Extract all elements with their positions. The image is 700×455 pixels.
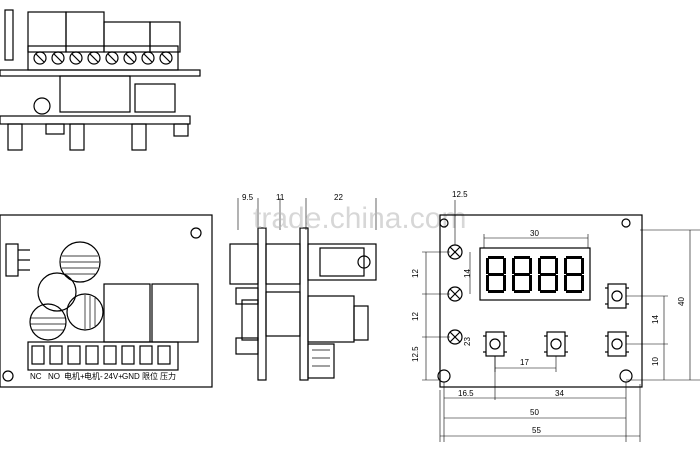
capacitor-hatch-3 — [30, 317, 66, 331]
push-button-3 — [605, 331, 629, 357]
terminal-label-motor-minus: 电机- — [84, 371, 103, 381]
led-indicator-2 — [447, 286, 463, 302]
seven-segment-display — [479, 247, 591, 301]
dim-left-gap-lower: 12 — [411, 312, 420, 321]
dim-bottom-offset: 12.5 — [411, 346, 420, 362]
watermark-text: trade.china.com — [253, 202, 466, 235]
terminal-label-gnd: GND — [122, 372, 140, 381]
dim-left-gap-upper: 12 — [411, 269, 420, 278]
push-button-1 — [483, 331, 507, 357]
terminal-label-motor-plus: 电机+ — [64, 371, 85, 381]
side-dim-22: 22 — [334, 193, 343, 202]
terminal-label-pressure: 压力 — [160, 371, 176, 381]
terminal-label-24v: 24V+ — [104, 372, 123, 381]
front-view: 12.5 30 12 12 12.5 14 23 17 14 10 40 — [411, 190, 700, 442]
push-button-2 — [544, 331, 568, 357]
dim-hole-span: 34 — [555, 389, 564, 398]
side-dim-9-5: 9.5 — [242, 193, 254, 202]
led-indicator-3 — [447, 329, 463, 345]
dim-board-width: 55 — [532, 426, 541, 435]
capacitor-hatch-2 — [84, 295, 96, 329]
dim-button-bottom: 10 — [651, 357, 660, 366]
side-dim-11: 11 — [276, 193, 285, 202]
dim-overall-height: 40 — [677, 297, 686, 306]
display-digits — [486, 256, 584, 293]
dim-hole-left: 16.5 — [458, 389, 474, 398]
relay-board-view: NC NO 电机+ 电机- 24V+ GND 限位 压力 — [0, 214, 213, 388]
terminal-clamps — [31, 345, 171, 365]
terminal-label-no: NO — [48, 372, 60, 381]
dim-hole-total: 50 — [530, 408, 539, 417]
dim-top-offset: 12.5 — [452, 190, 468, 199]
dim-lower-led-offset: 23 — [463, 337, 472, 346]
capacitor-hatch-1 — [61, 255, 99, 275]
side-profile-view: 9.5 11 22 — [229, 193, 377, 381]
led-indicator-1 — [447, 244, 463, 260]
terminal-label-limit: 限位 — [142, 371, 158, 381]
dim-led-gap: 14 — [463, 269, 472, 278]
top-side-view — [0, 9, 201, 151]
terminal-screws — [33, 51, 173, 65]
terminal-label-nc: NC — [30, 372, 42, 381]
dim-button-spacing: 17 — [520, 358, 529, 367]
push-button-4 — [605, 283, 629, 309]
dim-display-width: 30 — [530, 229, 539, 238]
dim-button-right-gap: 14 — [651, 315, 660, 324]
